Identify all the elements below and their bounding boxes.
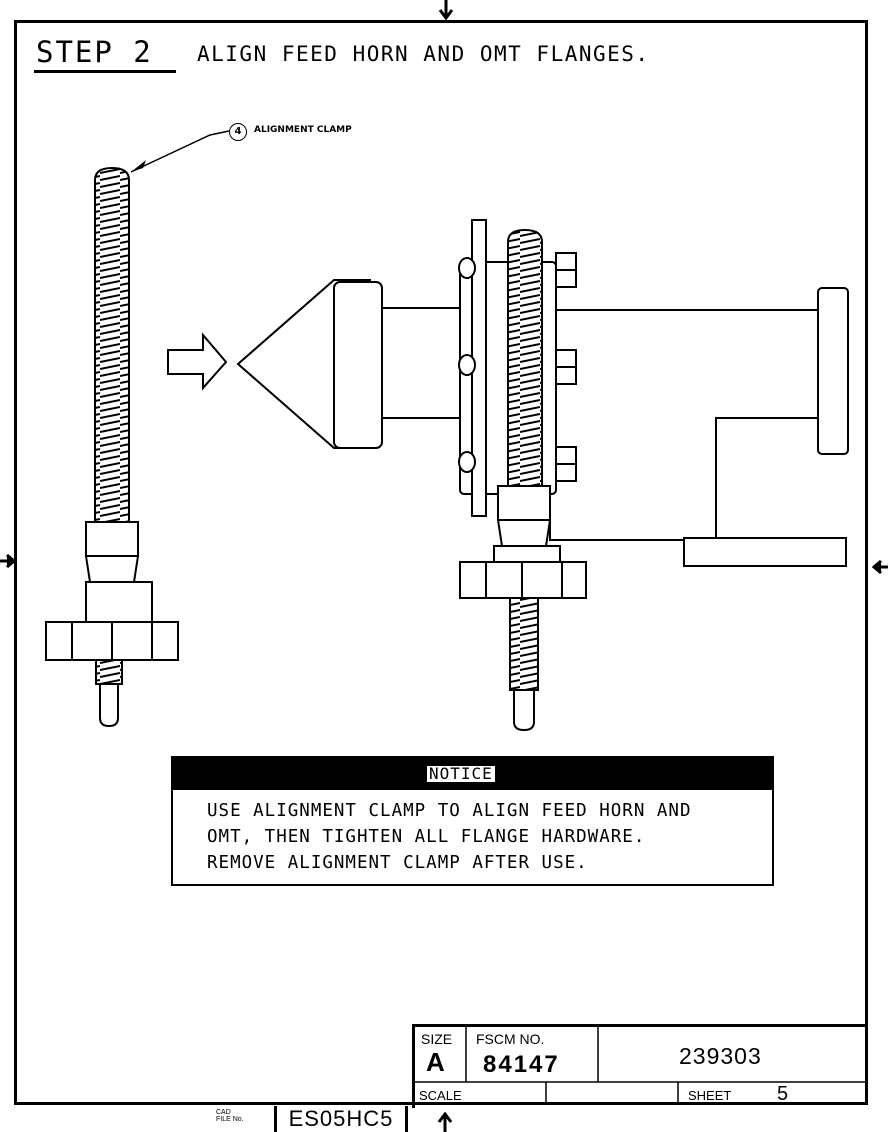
- omt: [549, 287, 849, 567]
- cad-label-bottom: FILE No.: [216, 1116, 244, 1123]
- flange-nuts: [555, 252, 577, 482]
- scale-label: SCALE: [419, 1088, 462, 1103]
- step-instruction: ALIGN FEED HORN AND OMT FLANGES.: [197, 42, 650, 66]
- drawing-number: 239303: [679, 1043, 762, 1069]
- bottom-center-arrow-icon: [437, 1112, 453, 1132]
- callout-number: 4: [229, 123, 247, 141]
- step-underline: [34, 70, 176, 73]
- title-block: SIZE A FSCM NO. 84147 239303 SCALE SHEET…: [412, 1024, 868, 1108]
- cad-label-top: CAD: [216, 1109, 231, 1116]
- callout-label: ALIGNMENT CLAMP: [254, 125, 352, 135]
- alignment-clamp: [45, 166, 179, 728]
- notice-line: OMT, THEN TIGHTEN ALL FLANGE HARDWARE.: [207, 827, 646, 847]
- notice-box: NOTICE USE ALIGNMENT CLAMP TO ALIGN FEED…: [171, 756, 774, 886]
- right-center-arrow-icon: [872, 559, 888, 575]
- size-value: A: [426, 1047, 445, 1077]
- size-label: SIZE: [421, 1031, 453, 1047]
- sheet-value: 5: [777, 1083, 789, 1105]
- direction-arrow: [167, 332, 228, 391]
- sheet-label: SHEET: [688, 1088, 732, 1103]
- notice-line: USE ALIGNMENT CLAMP TO ALIGN FEED HORN A…: [207, 801, 692, 821]
- cad-file-number: ES05HC5: [274, 1106, 408, 1132]
- fscm-label: FSCM NO.: [476, 1031, 545, 1047]
- feed-horn: [236, 279, 463, 449]
- title-block-grid: [412, 1024, 868, 1105]
- notice-line: REMOVE ALIGNMENT CLAMP AFTER USE.: [207, 853, 588, 873]
- installed-clamp: [459, 228, 587, 732]
- callout-leader-line: [130, 130, 230, 173]
- top-center-arrow-icon: [438, 0, 454, 20]
- cad-file-label: CAD FILE No.: [216, 1109, 244, 1123]
- step-label: STEP 2: [36, 35, 153, 69]
- fscm-value: 84147: [483, 1051, 560, 1078]
- notice-title: NOTICE: [427, 764, 495, 783]
- left-center-arrow-icon: [0, 553, 16, 569]
